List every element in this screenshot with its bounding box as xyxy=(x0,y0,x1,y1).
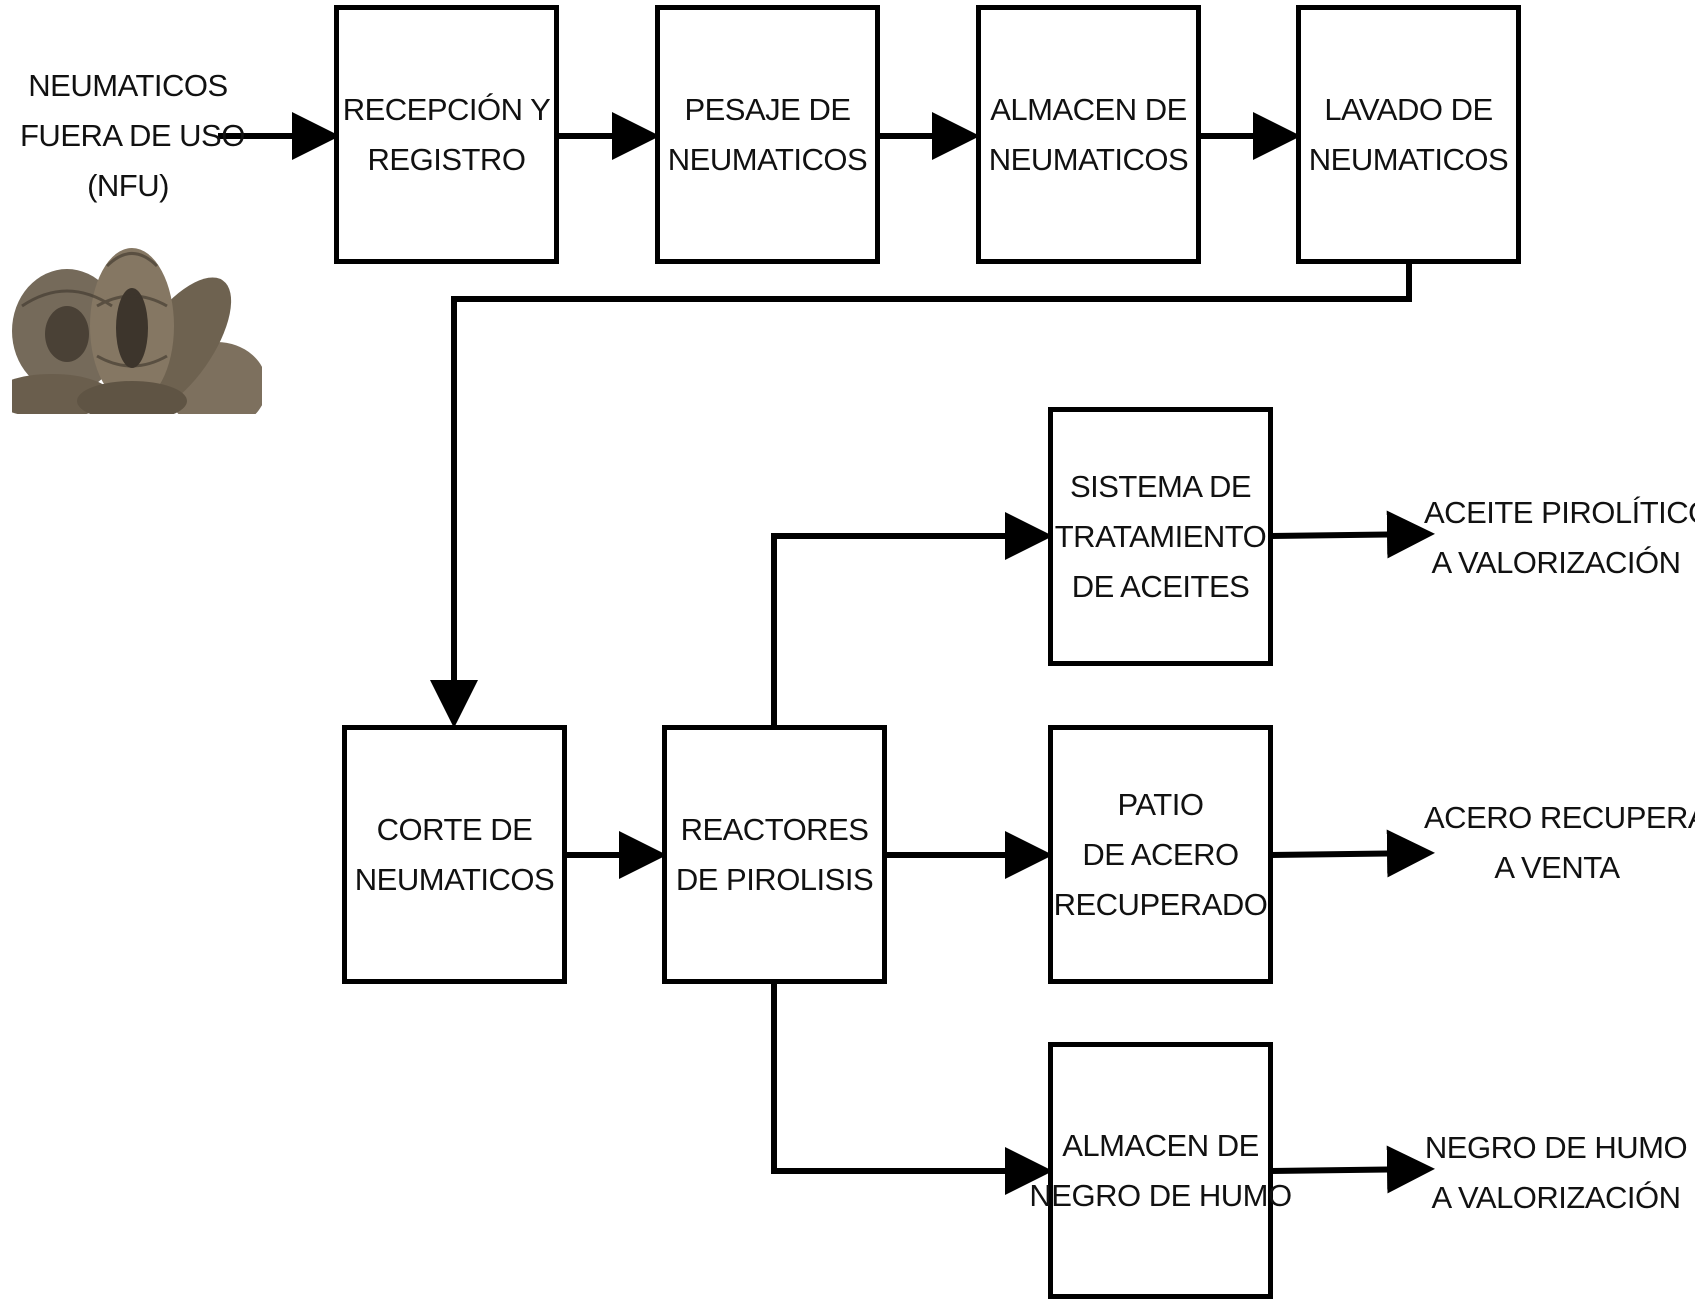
arrow-acero-to-output xyxy=(1270,829,1435,878)
box-line: NEUMATICOS xyxy=(667,141,868,177)
input-line: (NFU) xyxy=(87,168,169,203)
box-line: ALMACEN DE xyxy=(990,91,1187,127)
arrow-reactores-to-aceites xyxy=(771,512,1053,727)
box-line: NEUMATICOS xyxy=(1308,141,1509,177)
output-line: NEGRO DE HUMO xyxy=(1424,1130,1688,1165)
box-line: REGISTRO xyxy=(367,141,526,177)
box-line: SISTEMA DE xyxy=(1069,468,1252,504)
input-line: FUERA DE USO xyxy=(20,118,245,153)
box-line: NEUMATICOS xyxy=(354,861,555,897)
arrow-lavado-to-corte xyxy=(430,261,1412,728)
arrow-aceites-to-output xyxy=(1270,510,1435,559)
output-line: A VENTA xyxy=(1494,850,1620,885)
box-recepcion-registro: RECEPCIÓN Y REGISTRO xyxy=(334,5,559,264)
box-line: TRATAMIENTO xyxy=(1054,518,1267,554)
arrow-negro-to-output xyxy=(1270,1145,1435,1194)
box-line: PESAJE DE xyxy=(684,91,851,127)
box-corte-neumaticos: CORTE DE NEUMATICOS xyxy=(342,725,567,984)
box-line: DE ACERO xyxy=(1082,836,1239,872)
box-line: NEGRO DE HUMO xyxy=(1029,1177,1292,1213)
box-patio-acero: PATIO DE ACERO RECUPERADO xyxy=(1048,725,1273,984)
box-reactores-pirolisis: REACTORES DE PIROLISIS xyxy=(662,725,887,984)
box-lavado-neumaticos: LAVADO DE NEUMATICOS xyxy=(1296,5,1521,264)
box-line: NEUMATICOS xyxy=(988,141,1189,177)
box-line: LAVADO DE xyxy=(1324,91,1493,127)
arrow-reactores-to-negro xyxy=(771,982,1053,1195)
output-label-acero: ACERO RECUPERADO A VENTA xyxy=(1424,793,1695,893)
tire-pile-image xyxy=(12,246,262,414)
input-line: NEUMATICOS xyxy=(28,68,228,103)
output-line: ACERO RECUPERADO xyxy=(1424,800,1695,835)
output-label-aceite: ACEITE PIROLÍTICO A VALORIZACIÓN xyxy=(1424,488,1695,588)
box-line: RECUPERADO xyxy=(1053,886,1268,922)
output-line: ACEITE PIROLÍTICO xyxy=(1424,495,1695,530)
box-almacen-negro-humo: ALMACEN DE NEGRO DE HUMO xyxy=(1029,1042,1292,1299)
box-line: DE ACEITES xyxy=(1071,568,1250,604)
box-tratamiento-aceites: SISTEMA DE TRATAMIENTO DE ACEITES xyxy=(1048,407,1273,666)
input-label-nfu: NEUMATICOS FUERA DE USO (NFU) xyxy=(20,61,245,211)
box-line: RECEPCIÓN Y xyxy=(342,91,551,127)
box-line: CORTE DE xyxy=(376,811,533,847)
output-line: A VALORIZACIÓN xyxy=(1431,545,1681,580)
box-line: REACTORES xyxy=(680,811,869,847)
box-almacen-neumaticos: ALMACEN DE NEUMATICOS xyxy=(976,5,1201,264)
output-label-negro: NEGRO DE HUMO A VALORIZACIÓN xyxy=(1424,1123,1688,1223)
box-line: ALMACEN DE xyxy=(1062,1127,1259,1163)
box-pesaje-neumaticos: PESAJE DE NEUMATICOS xyxy=(655,5,880,264)
output-line: A VALORIZACIÓN xyxy=(1431,1180,1681,1215)
box-line: PATIO xyxy=(1117,786,1204,822)
box-line: DE PIROLISIS xyxy=(675,861,874,897)
